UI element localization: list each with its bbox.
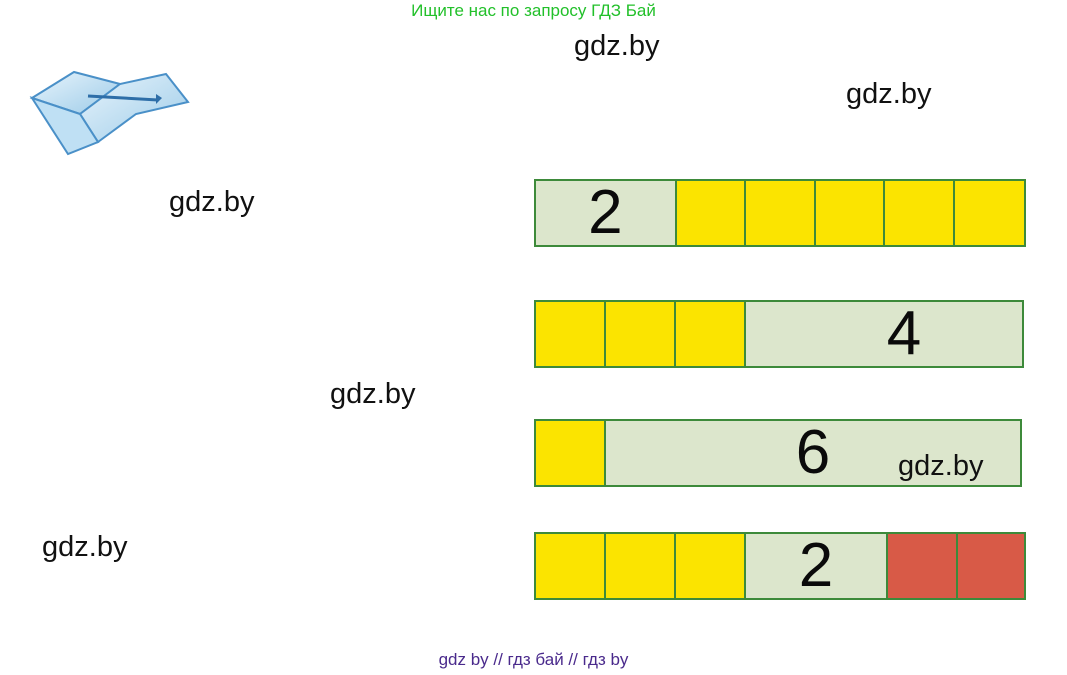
footer-text: gdz by // гдз бай // гдз by — [438, 650, 629, 669]
yellow-square — [885, 181, 955, 245]
number-bar-2: 4 — [534, 300, 1024, 368]
yellow-square — [606, 302, 676, 366]
red-square — [888, 534, 958, 598]
yellow-square — [815, 181, 886, 245]
watermark: gdz.by — [169, 186, 255, 218]
yellow-square — [676, 181, 747, 245]
yellow-square — [536, 302, 606, 366]
yellow-square — [606, 534, 676, 598]
number-bar-1: 2 — [534, 179, 1026, 247]
number-box: 6 — [606, 421, 1020, 485]
watermark: gdz.by — [898, 450, 984, 482]
horizontal-dashed-line — [208, 98, 828, 116]
number-bar-4: 2 — [534, 532, 1026, 600]
watermark: gdz.by — [330, 378, 416, 410]
watermark: gdz.by — [846, 78, 932, 110]
yellow-square — [676, 534, 746, 598]
red-square — [958, 534, 1024, 598]
yellow-square — [954, 181, 1025, 245]
yellow-square — [746, 181, 816, 245]
vertical-dashed-line — [78, 168, 94, 533]
watermark: gdz.by — [42, 531, 128, 563]
number-box: 4 — [746, 302, 1022, 366]
notebook-icon — [28, 62, 208, 177]
number-bar-3: 6 — [534, 419, 1022, 487]
watermark: gdz.by — [574, 30, 660, 62]
yellow-square — [536, 421, 606, 485]
yellow-square — [536, 534, 606, 598]
search-hint-banner: Ищите нас по запросу ГДЗ Бай — [411, 1, 656, 20]
number-box: 2 — [746, 534, 888, 598]
number-label: 6 — [795, 418, 831, 487]
yellow-square — [676, 302, 746, 366]
number-box: 2 — [536, 181, 677, 245]
